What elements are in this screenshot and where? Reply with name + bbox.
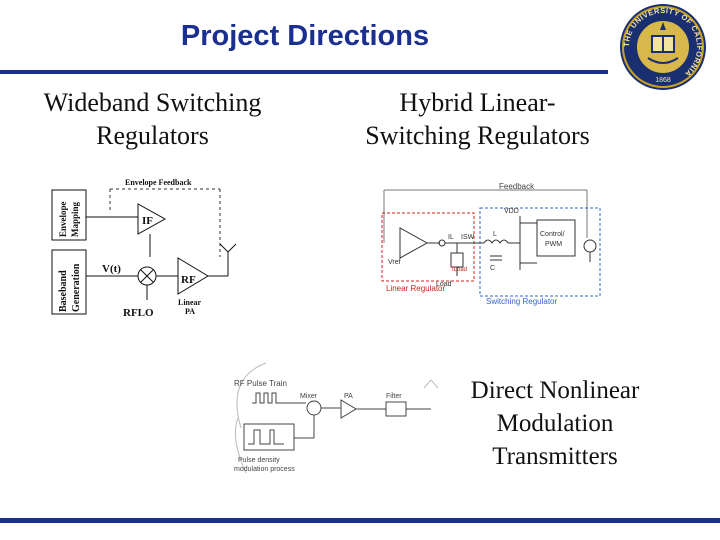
pa-label: PA — [344, 393, 353, 400]
isw-label: ISW — [461, 234, 475, 241]
iload-label: ILoad — [452, 267, 467, 273]
vdd-label: VDD — [504, 208, 519, 215]
filter-label: Filter — [386, 393, 402, 400]
envelope-mapping-line2: Mapping — [70, 201, 80, 237]
envelope-feedback-label: Envelope Feedback — [125, 178, 192, 187]
heading-line: Regulators — [96, 121, 209, 150]
bottom-rule — [0, 518, 720, 523]
hybrid-regulator-diagram: Feedback Linear Regulator Vref IL ISW IL… — [372, 178, 612, 308]
wideband-switching-diagram: Envelope Feedback Envelope Mapping Baseb… — [50, 172, 270, 324]
il-label: IL — [448, 234, 454, 241]
seal-year: 1868 — [655, 77, 671, 84]
feedback-label: Feedback — [499, 182, 535, 191]
switching-regulator-label: Switching Regulator — [486, 297, 557, 306]
envelope-mapping-line1: Envelope — [58, 201, 68, 237]
baseband-generation-line1: Baseband — [58, 270, 69, 312]
heading-hybrid-linear-switching: Hybrid Linear- Switching Regulators — [340, 86, 615, 152]
heading-line: Switching Regulators — [365, 121, 590, 150]
linear-pa-line2: PA — [185, 307, 195, 316]
v-t-label: V(t) — [102, 263, 121, 275]
baseband-generation-line2: Generation — [71, 263, 82, 312]
heading-line: Transmitters — [492, 443, 618, 470]
rf-pulse-train-label: RF Pulse Train — [234, 379, 287, 388]
vref-label: Vref — [388, 259, 401, 266]
heading-direct-nonlinear: Direct Nonlinear Modulation Transmitters — [460, 374, 650, 473]
linear-pa-line1: Linear — [178, 298, 202, 307]
slide-title: Project Directions — [180, 20, 430, 52]
load-label: Load — [436, 281, 452, 288]
pwm-label: PWM — [545, 241, 562, 248]
mixer-label: Mixer — [300, 393, 318, 400]
rflo-label: RFLO — [123, 307, 154, 319]
inductor-label: L — [493, 231, 497, 238]
if-label: IF — [142, 215, 153, 227]
heading-line: Wideband Switching — [43, 88, 262, 117]
heading-line: Modulation — [496, 410, 614, 437]
pulse-density-line1: Pulse density — [238, 457, 280, 464]
heading-line: Direct Nonlinear — [470, 377, 640, 404]
direct-modulation-diagram: RF Pulse Train Mixer PA Filter Pulse den… — [226, 358, 476, 476]
control-label: Control/ — [540, 231, 565, 238]
university-seal-logo: THE UNIVERSITY OF CALIFORNIA 1868 — [618, 2, 708, 92]
capacitor-label: C — [490, 265, 495, 272]
title-underline — [0, 70, 608, 74]
pulse-density-line2: modulation process — [234, 466, 295, 473]
rf-label: RF — [181, 274, 196, 286]
heading-line: Hybrid Linear- — [399, 88, 556, 117]
heading-wideband-switching: Wideband Switching Regulators — [20, 86, 285, 152]
linear-regulator-label: Linear Regulator — [386, 284, 445, 293]
